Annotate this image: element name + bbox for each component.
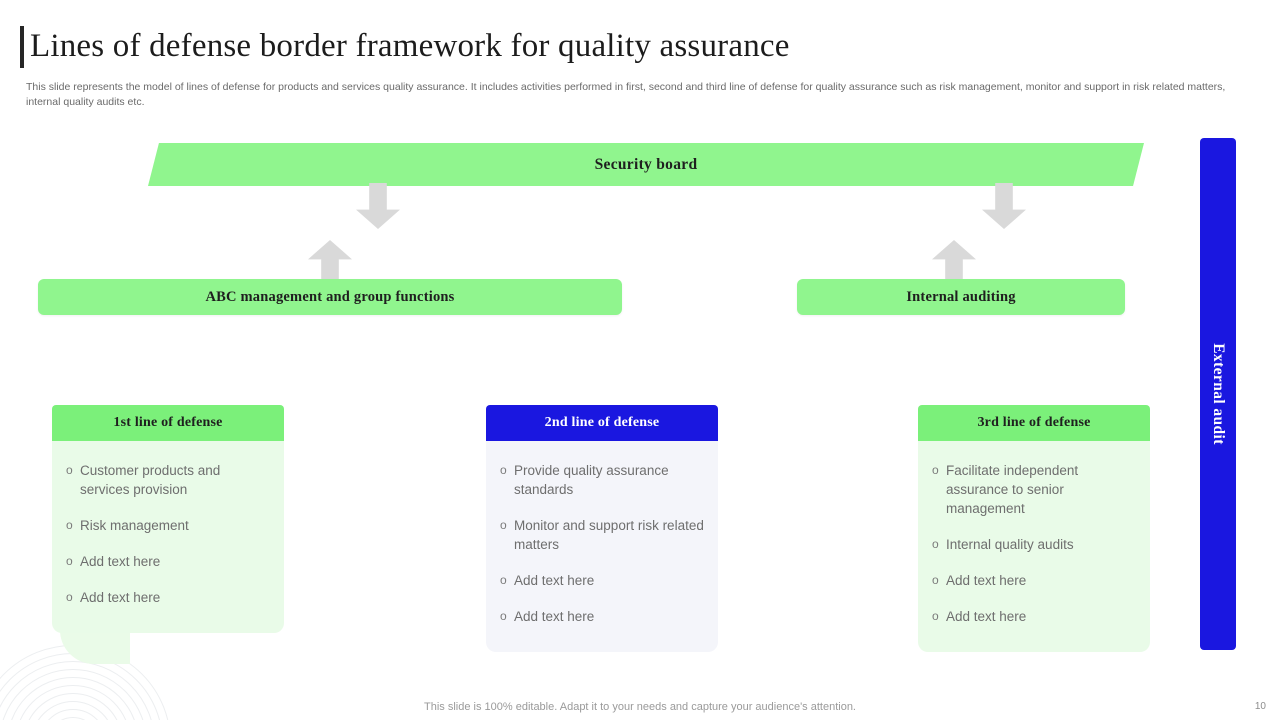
arrow-down-icon-left xyxy=(356,183,400,229)
bullet-icon: o xyxy=(932,537,939,551)
list-item: o Risk management xyxy=(66,516,270,535)
list-item: o Internal quality audits xyxy=(932,535,1136,554)
card-3-header: 3rd line of defense xyxy=(918,405,1150,441)
bullet-icon: o xyxy=(932,573,939,587)
card-3-header-label: 3rd line of defense xyxy=(977,415,1091,430)
list-item-text: Provide quality assurance standards xyxy=(514,463,669,497)
card-3rd-line-of-defense[interactable]: 3rd line of defense o Facilitate indepen… xyxy=(918,405,1150,652)
external-audit-label: External audit xyxy=(1210,343,1227,445)
list-item: o Add text here xyxy=(932,607,1136,626)
bullet-icon: o xyxy=(932,609,939,623)
page-title: Lines of defense border framework for qu… xyxy=(30,28,790,64)
list-item: o Add text here xyxy=(66,588,270,607)
list-item: o Facilitate independent assurance to se… xyxy=(932,461,1136,518)
bullet-icon: o xyxy=(66,554,73,568)
list-item-text: Risk management xyxy=(80,518,189,533)
list-item: o Provide quality assurance standards xyxy=(500,461,704,499)
box-internal-auditing-label: Internal auditing xyxy=(906,288,1016,305)
card-1-body: o Customer products and services provisi… xyxy=(52,441,284,633)
card-1st-line-of-defense[interactable]: 1st line of defense o Customer products … xyxy=(52,405,284,633)
list-item-text: Add text here xyxy=(514,609,595,624)
security-board-banner[interactable]: Security board xyxy=(148,143,1144,186)
page-subtitle: This slide represents the model of lines… xyxy=(26,81,1226,108)
list-item-text: Add text here xyxy=(80,590,161,605)
card-2-body: o Provide quality assurance standards o … xyxy=(486,441,718,652)
list-item: o Add text here xyxy=(932,571,1136,590)
card-1-header: 1st line of defense xyxy=(52,405,284,441)
page-number: 10 xyxy=(1254,701,1266,712)
list-item: o Customer products and services provisi… xyxy=(66,461,270,499)
box-abc-management[interactable]: ABC management and group functions xyxy=(38,279,622,315)
bullet-icon: o xyxy=(500,573,507,587)
list-item: o Add text here xyxy=(500,607,704,626)
list-item-text: Customer products and services provision xyxy=(80,463,221,497)
box-internal-auditing[interactable]: Internal auditing xyxy=(797,279,1125,315)
list-item-text: Internal quality audits xyxy=(946,537,1074,552)
card-2-header: 2nd line of defense xyxy=(486,405,718,441)
list-item-text: Add text here xyxy=(514,573,595,588)
card-1-header-label: 1st line of defense xyxy=(113,415,223,430)
arrow-down-icon-right xyxy=(982,183,1026,229)
bullet-icon: o xyxy=(500,518,507,532)
list-item-text: Facilitate independent assurance to seni… xyxy=(946,463,1079,516)
title-accent-bar xyxy=(20,26,24,68)
card-2nd-line-of-defense[interactable]: 2nd line of defense o Provide quality as… xyxy=(486,405,718,652)
external-audit-bar[interactable]: External audit xyxy=(1200,138,1236,650)
list-item: o Add text here xyxy=(66,552,270,571)
security-board-label: Security board xyxy=(594,155,698,173)
list-item-text: Monitor and support risk related matters xyxy=(514,518,704,552)
list-item-text: Add text here xyxy=(80,554,161,569)
bullet-icon: o xyxy=(66,463,73,477)
card-3-body: o Facilitate independent assurance to se… xyxy=(918,441,1150,652)
bullet-icon: o xyxy=(500,463,507,477)
list-item: o Add text here xyxy=(500,571,704,590)
list-item-text: Add text here xyxy=(946,609,1027,624)
bullet-icon: o xyxy=(932,463,939,477)
list-item: o Monitor and support risk related matte… xyxy=(500,516,704,554)
box-abc-management-label: ABC management and group functions xyxy=(205,288,455,305)
footer-note: This slide is 100% editable. Adapt it to… xyxy=(424,701,856,713)
bullet-icon: o xyxy=(66,518,73,532)
bullet-icon: o xyxy=(66,590,73,604)
bullet-icon: o xyxy=(500,609,507,623)
list-item-text: Add text here xyxy=(946,573,1027,588)
card-2-header-label: 2nd line of defense xyxy=(544,415,660,430)
